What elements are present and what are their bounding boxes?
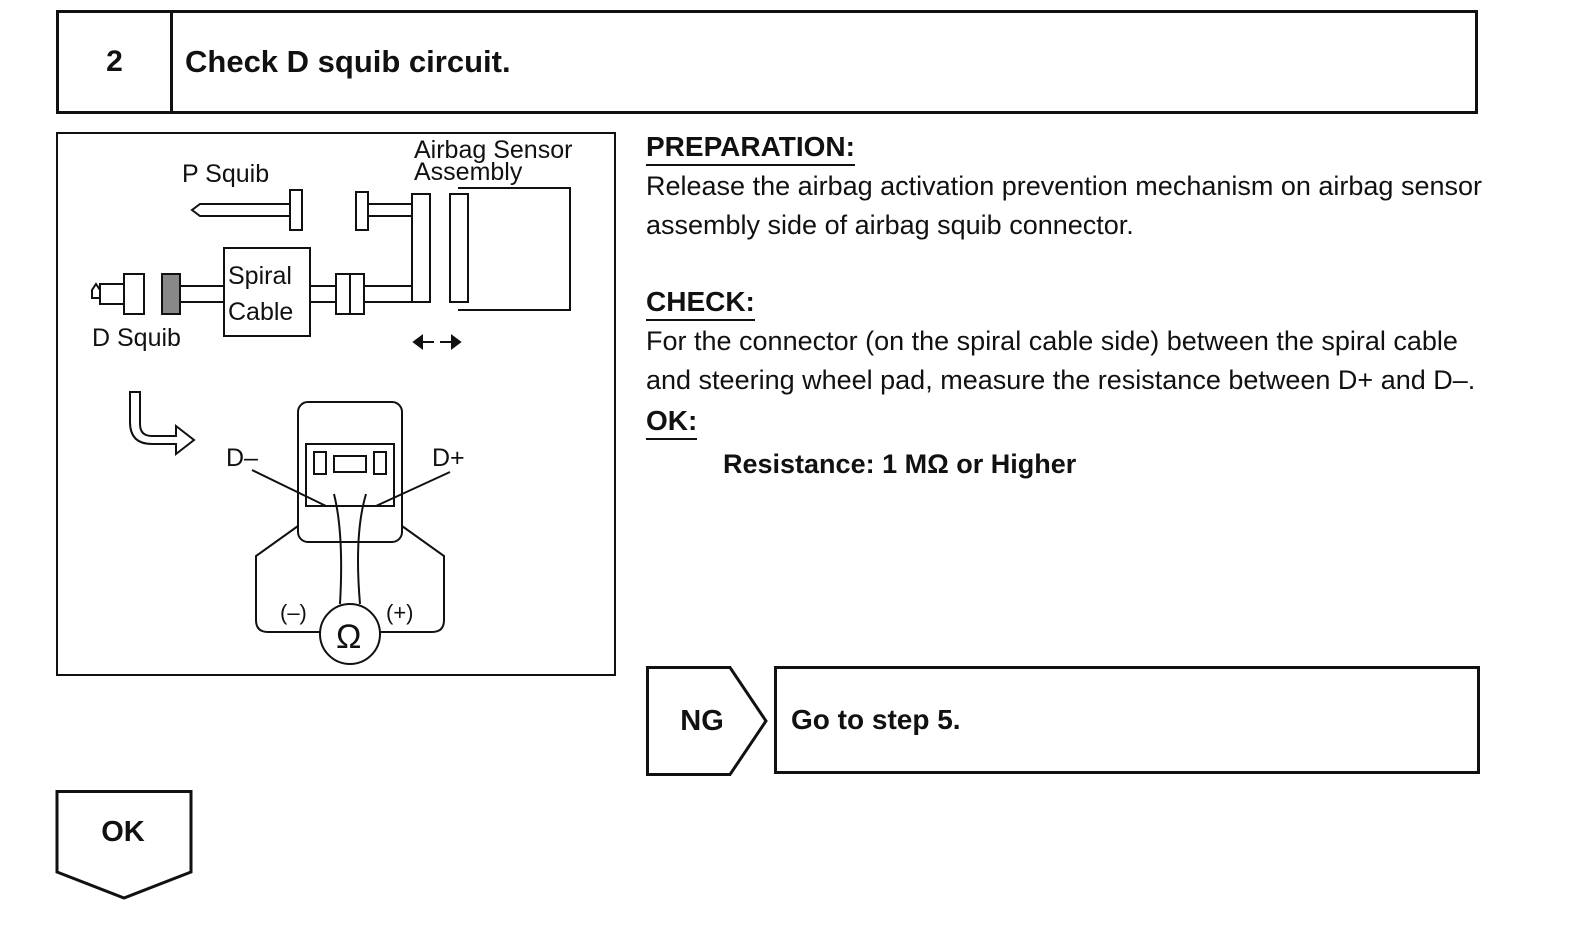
probe-negative-label: (–): [280, 600, 307, 625]
airbag-sensor-label-line2: Assembly: [414, 158, 523, 186]
ohm-icon: Ω: [336, 618, 361, 656]
d-squib-tip: [91, 282, 101, 299]
d-plus-leader: [375, 471, 451, 507]
d-minus-label: D–: [226, 444, 258, 472]
step-header: 2 Check D squib circuit.: [56, 10, 1478, 114]
spiral-input-wire: [180, 285, 224, 303]
connector-terminal-block: [305, 443, 395, 507]
ok-spec-heading: OK:: [646, 404, 698, 440]
probe-wire-positive: [357, 493, 367, 605]
p-squib-connector: [289, 189, 303, 231]
spiral-output-wire: [310, 285, 336, 303]
step-title: Check D squib circuit.: [185, 44, 511, 79]
circuit-figure: Airbag Sensor Assembly P Squib Spiral Ca…: [56, 132, 616, 676]
ok-label: OK: [101, 815, 145, 848]
resistance-spec: Resistance: 1 MΩ or Higher: [723, 449, 1077, 479]
check-heading: CHECK:: [646, 285, 755, 321]
airbag-sensor-label-line1: Airbag Sensor: [414, 136, 572, 164]
p-squib-plug: [190, 203, 291, 217]
terminal-cavity-left: [313, 451, 327, 475]
spiral-cable-label-line2: Cable: [228, 298, 293, 326]
spiral-cable-box: [223, 247, 311, 337]
ok-tag-shape: [55, 790, 193, 900]
probe-positive-label: (+): [386, 600, 414, 625]
ng-tag-shape: [646, 666, 768, 776]
terminal-cavity-right: [373, 451, 387, 475]
bent-arrow: [129, 391, 196, 457]
upper-harness-connector: [355, 191, 369, 231]
spiral-out-connector-a: [335, 273, 351, 315]
d-squib-connector: [123, 273, 145, 315]
d-squib-plug: [99, 283, 125, 305]
sensor-side-connector: [411, 193, 431, 303]
connector-face: [297, 401, 403, 543]
d-minus-leader: [251, 469, 327, 507]
upper-harness-wire: [368, 203, 413, 217]
squib-circuit-diagram: Airbag Sensor Assembly P Squib Spiral Ca…: [91, 136, 572, 665]
probe-wire-negative: [333, 493, 343, 605]
lower-harness-wire: [364, 285, 412, 303]
preparation-heading: PREPARATION:: [646, 130, 855, 166]
preparation-text: Release the airbag activation prevention…: [646, 171, 1482, 240]
separation-arrowheads: [412, 334, 462, 350]
spiral-cable-label-line1: Spiral: [228, 262, 292, 290]
p-squib-label: P Squib: [182, 160, 269, 188]
ohmmeter-dial: [319, 603, 381, 665]
d-plus-label: D+: [432, 444, 465, 472]
ng-label: NG: [680, 704, 724, 737]
terminal-cavity-center: [333, 455, 367, 473]
sensor-inner-plate: [449, 193, 469, 303]
instructions: PREPARATION: Release the airbag activati…: [646, 126, 1486, 484]
clock-spring-connector: [161, 273, 181, 315]
ng-action-box: Go to step 5.: [774, 666, 1480, 774]
airbag-sensor-body: [458, 187, 571, 311]
check-text: For the connector (on the spiral cable s…: [646, 326, 1476, 395]
step-number: 2: [59, 13, 173, 111]
ohmmeter-body: [255, 525, 445, 633]
spiral-out-connector-b: [349, 273, 365, 315]
d-squib-label: D Squib: [92, 324, 181, 352]
